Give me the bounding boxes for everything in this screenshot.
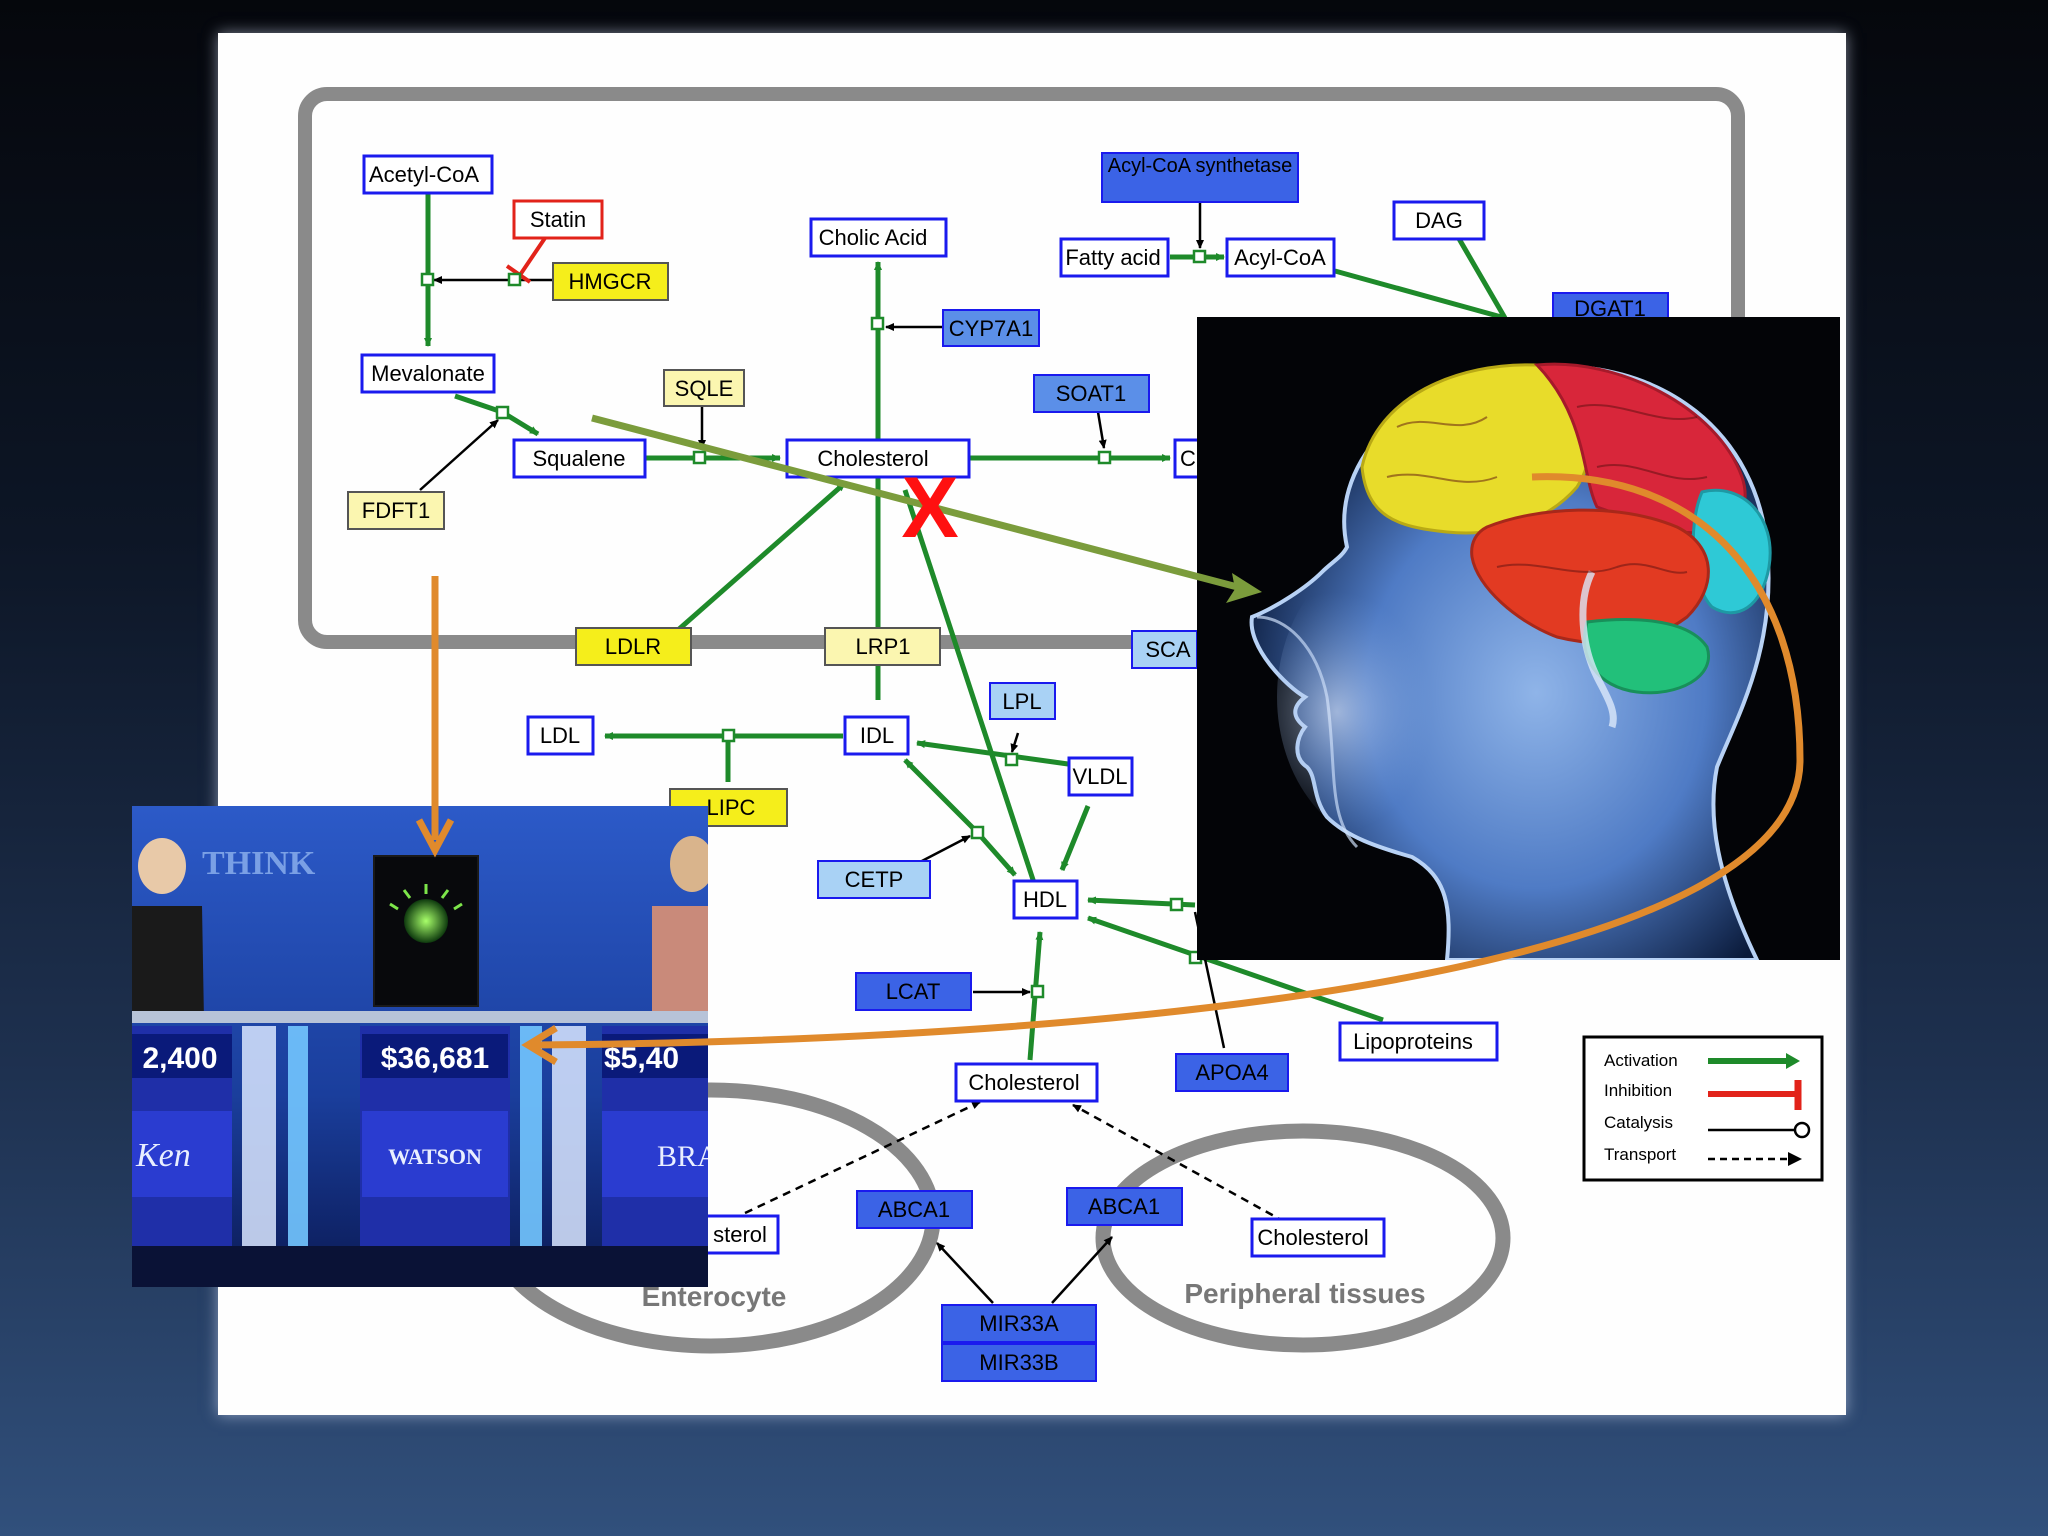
node-acyl-coa-synthetase	[1101, 152, 1299, 203]
node-abca1-left-label: ABCA1	[878, 1197, 950, 1222]
name-center-panel	[362, 1111, 508, 1197]
name-left: Ken	[135, 1137, 191, 1174]
name-left-panel	[132, 1111, 232, 1197]
node-hmgcr-label: HMGCR	[568, 269, 651, 294]
node-dag-label: DAG	[1415, 208, 1463, 233]
contestant-left-body	[132, 906, 204, 1021]
node-cholesterol-enterocyte-label: sterol	[713, 1222, 767, 1247]
watson-avatar-rays	[389, 884, 463, 911]
node-acetyl-coa-label: Acetyl-CoA	[369, 162, 479, 187]
podium-top-rail	[132, 1011, 708, 1023]
watson-scene: THINK 2,400 $36,681 $5,40 Ken WATSON	[132, 806, 708, 1287]
node-abca1-left	[856, 1190, 973, 1229]
score-center-panel	[362, 1034, 508, 1078]
score-center: $36,681	[381, 1042, 489, 1075]
node-cholic-acid	[809, 217, 948, 258]
node-ldl-label: LDL	[540, 723, 580, 748]
node-cholesterol-blood-label: Cholesterol	[968, 1070, 1079, 1095]
node-fdft1-label: FDFT1	[362, 498, 430, 523]
node-dgat1-label: DGAT1	[1574, 296, 1646, 321]
node-acetyl-coa	[362, 154, 494, 195]
peripheral-compartment	[1095, 1123, 1511, 1353]
legend-activation-label: Activation	[1604, 1051, 1678, 1070]
node-soat1	[1033, 374, 1150, 413]
node-lipc-label: LIPC	[707, 795, 756, 820]
peripheral-tissues-label: Peripheral tissues	[1184, 1278, 1425, 1309]
node-lcat-label: LCAT	[886, 979, 941, 1004]
node-lpl-label: LPL	[1002, 689, 1041, 714]
brain-photo	[1197, 317, 1840, 960]
node-scarb1-label: SCA	[1145, 637, 1191, 662]
node-cyp7a1-label: CYP7A1	[949, 316, 1033, 341]
think-banner: THINK	[202, 845, 316, 882]
contestant-right-body	[652, 906, 708, 1021]
node-cetp-label: CETP	[845, 867, 904, 892]
legend-transport-arrowhead	[1788, 1152, 1802, 1166]
node-mevalonate	[360, 353, 496, 394]
node-mir33a	[941, 1304, 1097, 1343]
node-fdft1	[347, 491, 445, 530]
node-hmgcr	[552, 262, 669, 301]
node-cholesteryl-ester-label: C	[1180, 446, 1196, 471]
node-cholesterol-peripheral-label: Cholesterol	[1257, 1225, 1368, 1250]
brain-illustration	[1197, 317, 1840, 960]
node-fatty-acid	[1059, 237, 1170, 278]
node-abca1-right-label: ABCA1	[1088, 1194, 1160, 1219]
node-abca1-right	[1066, 1187, 1183, 1226]
node-idl-label: IDL	[860, 723, 894, 748]
legend-catalysis-circle	[1793, 1121, 1811, 1139]
node-acyl-coa-synthetase-label: Acyl-CoA synthetase	[1107, 155, 1293, 177]
node-sqle	[663, 369, 745, 407]
legend-catalysis-label: Catalysis	[1604, 1113, 1673, 1132]
watson-avatar-globe	[404, 899, 448, 943]
watson-photo: THINK 2,400 $36,681 $5,40 Ken WATSON	[132, 806, 708, 1287]
node-dag	[1392, 200, 1486, 241]
node-cholesterol-peripheral	[1250, 1217, 1386, 1258]
legend-activation-arrowhead	[1786, 1053, 1800, 1069]
node-lrp1-label: LRP1	[855, 634, 910, 659]
node-cholesterol-liver-label: Cholesterol	[817, 446, 928, 471]
node-fatty-acid-label: Fatty acid	[1065, 245, 1160, 270]
node-squalene-label: Squalene	[533, 446, 626, 471]
node-mir33b	[941, 1343, 1097, 1382]
name-right-panel	[602, 1111, 708, 1197]
score-right: $5,40	[604, 1042, 679, 1075]
stage-floor	[132, 1246, 708, 1287]
score-left: 2,400	[142, 1042, 217, 1075]
node-cholic-acid-label: Cholic Acid	[819, 225, 928, 250]
transport-edges	[744, 1100, 1286, 1224]
legend-inhibition-label: Inhibition	[1604, 1081, 1672, 1100]
node-statin-label: Statin	[530, 207, 586, 232]
node-ldlr-label: LDLR	[605, 634, 661, 659]
node-hdl-label: HDL	[1023, 887, 1067, 912]
node-mir33b-label: MIR33B	[979, 1350, 1058, 1375]
node-soat1-label: SOAT1	[1056, 381, 1127, 406]
legend-transport-label: Transport	[1604, 1145, 1676, 1164]
node-cholesterol-blood	[954, 1062, 1099, 1103]
node-apoa4-label: APOA4	[1195, 1060, 1268, 1085]
node-sqle-label: SQLE	[675, 376, 734, 401]
node-statin	[512, 199, 604, 240]
node-acyl-coa	[1225, 237, 1336, 278]
node-acyl-coa-label: Acyl-CoA	[1234, 245, 1326, 270]
node-apoa4	[1175, 1053, 1289, 1092]
legend: Activation Inhibition Catalysis Transpor…	[1582, 1035, 1824, 1182]
score-left-panel	[132, 1034, 232, 1078]
name-right: BRA	[657, 1140, 708, 1173]
node-mir33a-label: MIR33A	[979, 1311, 1059, 1336]
node-mevalonate-label: Mevalonate	[371, 361, 485, 386]
node-vldl-label: VLDL	[1072, 764, 1127, 789]
node-lipoproteins-label: Lipoproteins	[1353, 1029, 1473, 1054]
node-cyp7a1	[942, 309, 1040, 347]
name-center: WATSON	[388, 1144, 482, 1169]
contestant-left-head	[138, 838, 186, 894]
